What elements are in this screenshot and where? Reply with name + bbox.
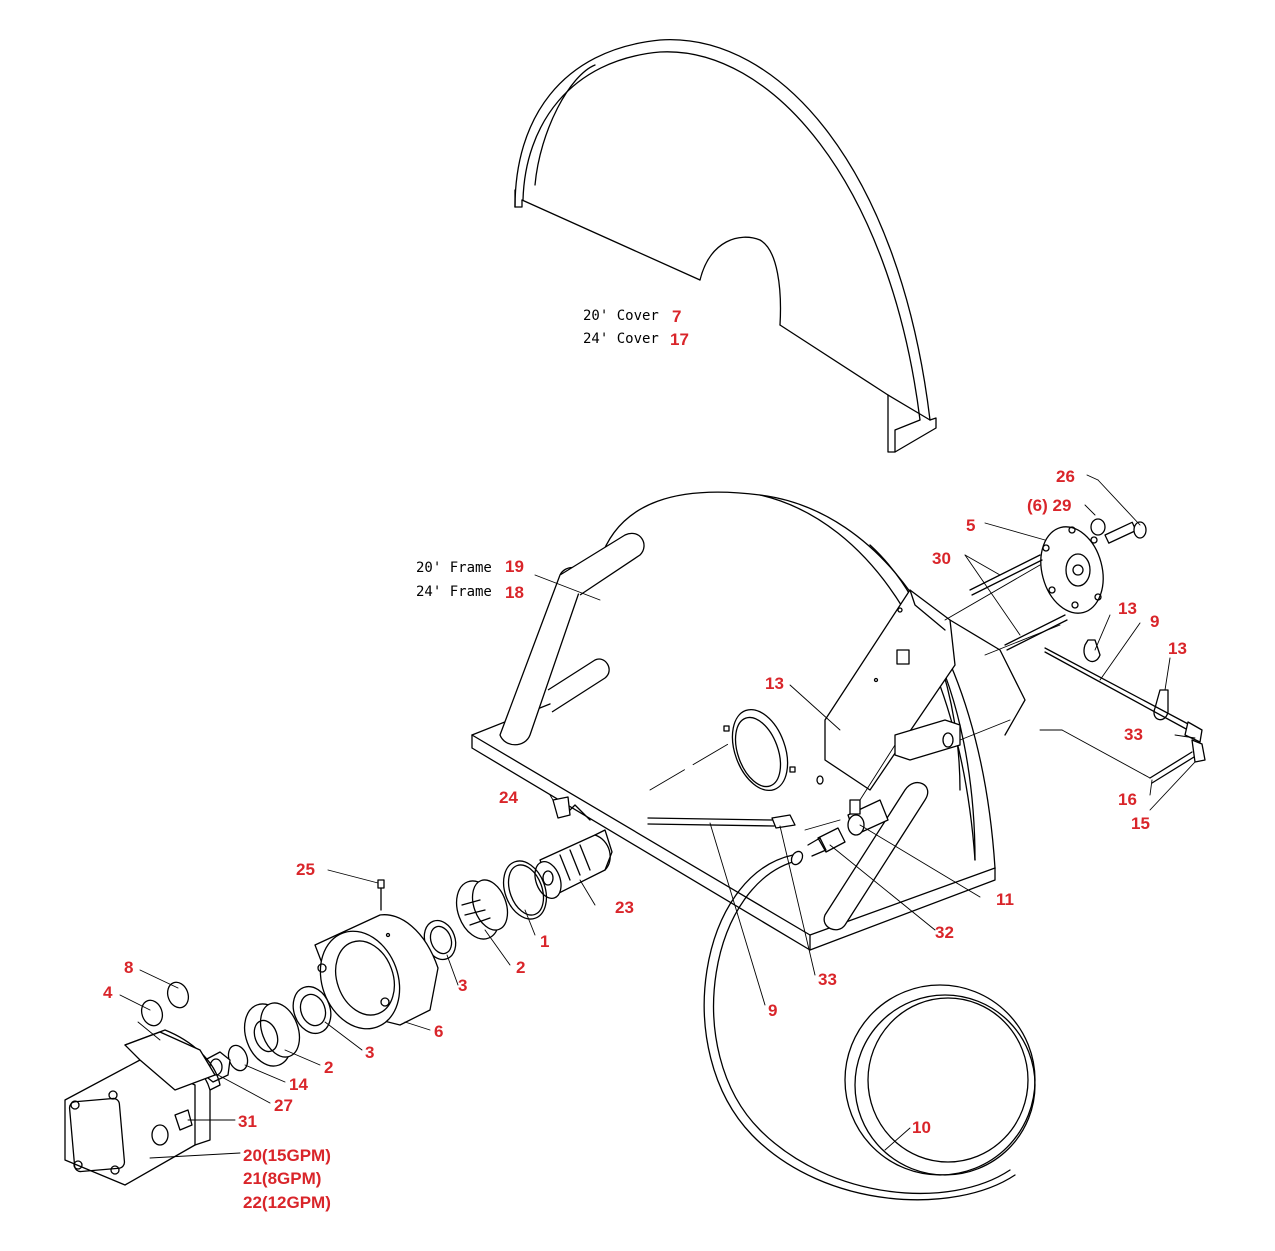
hub-assembly bbox=[944, 518, 1147, 656]
callout-11: 11 bbox=[996, 890, 1014, 909]
callout-18: 18 bbox=[505, 583, 524, 602]
upper-rod-assembly bbox=[1039, 639, 1206, 784]
callout-14: 14 bbox=[289, 1075, 308, 1094]
callout-2-lower: 2 bbox=[324, 1058, 333, 1077]
callout-13-upper: 13 bbox=[1118, 599, 1137, 618]
callout-13-frame: 13 bbox=[765, 674, 784, 693]
frame-label: 20' Frame 19 24' Frame 18 bbox=[416, 557, 524, 602]
callout-30: 30 bbox=[932, 549, 951, 568]
callout-7: 7 bbox=[672, 307, 681, 326]
callout-9-upper: 9 bbox=[1150, 612, 1159, 631]
callout-21-8gpm: 21(8GPM) bbox=[243, 1169, 321, 1188]
callout-15: 15 bbox=[1131, 814, 1150, 833]
callout-1: 1 bbox=[540, 932, 549, 951]
leader-lines bbox=[119, 474, 1196, 1159]
cover-label: 20' Cover 7 24' Cover 17 bbox=[583, 307, 689, 349]
callout-16: 16 bbox=[1118, 790, 1137, 809]
callout-6-29: (6) 29 bbox=[1027, 496, 1071, 515]
frame-label-24-text: 24' Frame bbox=[416, 584, 492, 600]
callout-3-lower: 3 bbox=[365, 1043, 374, 1062]
cover-part bbox=[514, 39, 937, 453]
callout-17: 17 bbox=[670, 330, 689, 349]
frame-part bbox=[471, 491, 1026, 951]
callout-33-upper: 33 bbox=[1124, 725, 1143, 744]
cover-label-20-text: 20' Cover bbox=[583, 308, 659, 324]
callout-27: 27 bbox=[274, 1096, 293, 1115]
pump-motor bbox=[64, 1029, 221, 1186]
callout-31: 31 bbox=[238, 1112, 257, 1131]
callout-13-right: 13 bbox=[1168, 639, 1187, 658]
callout-2-upper: 2 bbox=[516, 958, 525, 977]
callout-25: 25 bbox=[296, 860, 315, 879]
callout-8: 8 bbox=[124, 958, 133, 977]
fitting-assembly bbox=[647, 719, 1011, 857]
callout-23: 23 bbox=[615, 898, 634, 917]
callout-5: 5 bbox=[966, 516, 975, 535]
callout-10: 10 bbox=[912, 1118, 931, 1137]
callout-3-upper: 3 bbox=[458, 976, 467, 995]
shaft-bearing-assembly bbox=[423, 739, 736, 961]
cover-label-24-text: 24' Cover bbox=[583, 331, 659, 347]
callout-4: 4 bbox=[103, 983, 113, 1002]
hose-coil bbox=[703, 850, 1036, 1201]
callout-19: 19 bbox=[505, 557, 524, 576]
callout-22-12gpm: 22(12GPM) bbox=[243, 1193, 331, 1212]
callout-32: 32 bbox=[935, 923, 954, 942]
frame-label-20-text: 20' Frame bbox=[416, 560, 492, 576]
callout-26: 26 bbox=[1056, 467, 1075, 486]
callout-6-housing: 6 bbox=[434, 1022, 443, 1041]
callout-numbers: 26 (6) 29 5 30 13 9 13 13 33 16 15 24 11… bbox=[103, 467, 1187, 1212]
callout-20-15gpm: 20(15GPM) bbox=[243, 1146, 331, 1165]
callout-9-lower: 9 bbox=[768, 1001, 777, 1020]
callout-33-lower: 33 bbox=[818, 970, 837, 989]
bearing-housing bbox=[314, 879, 439, 1030]
callout-24: 24 bbox=[499, 788, 518, 807]
